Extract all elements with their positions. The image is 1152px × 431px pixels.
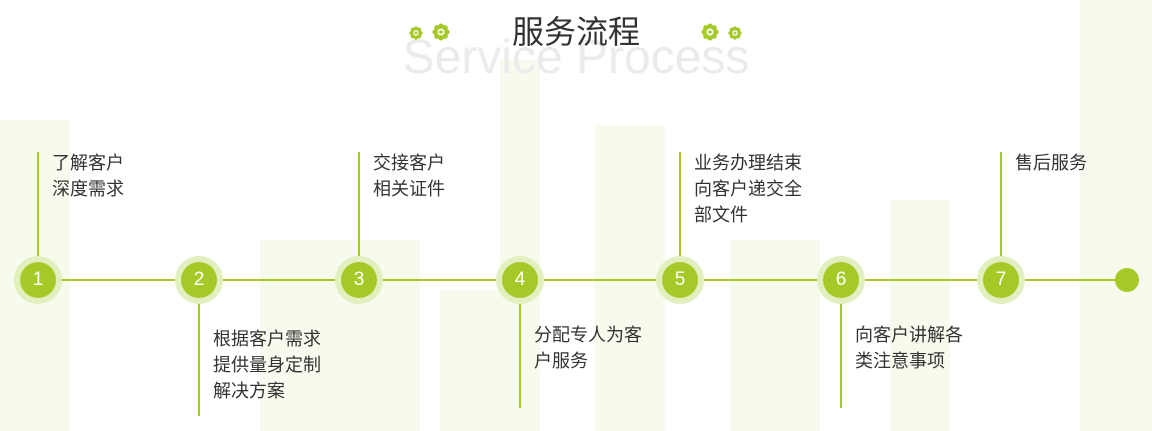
step-3-connector — [358, 152, 360, 256]
background-block — [890, 200, 950, 431]
step-4-number: 4 — [502, 262, 538, 298]
step-4-label-line: 分配专人为客 — [534, 325, 642, 346]
step-6-label-line: 向客户讲解各 — [855, 325, 963, 346]
flower-icon — [701, 23, 719, 41]
step-2-label-line: 根据客户需求 — [213, 329, 321, 350]
timeline-end-dot — [1115, 268, 1139, 292]
step-1-label-line: 深度需求 — [52, 179, 124, 200]
timeline-line — [38, 279, 1128, 281]
step-6-connector — [840, 304, 842, 408]
flower-icon — [432, 23, 450, 41]
step-7-node: 7 — [977, 256, 1025, 304]
step-2-label: 根据客户需求 提供量身定制 解决方案 — [213, 327, 321, 405]
step-5-label-line: 向客户递交全 — [694, 179, 802, 200]
step-2-label-line: 提供量身定制 — [213, 355, 321, 376]
step-7-number: 7 — [983, 262, 1019, 298]
step-5-label: 业务办理结束 向客户递交全 部文件 — [694, 151, 802, 229]
step-3-node: 3 — [335, 256, 383, 304]
step-6-number: 6 — [823, 262, 859, 298]
background-block — [1080, 0, 1152, 431]
step-2-number: 2 — [181, 262, 217, 298]
step-7-connector — [1000, 152, 1002, 256]
step-7-label: 售后服务 — [1015, 151, 1087, 177]
background-block — [595, 125, 665, 431]
step-1-label: 了解客户 深度需求 — [52, 151, 124, 203]
step-1-number: 1 — [20, 262, 56, 298]
step-1-node: 1 — [14, 256, 62, 304]
step-5-label-line: 部文件 — [694, 205, 748, 226]
step-6-label-line: 类注意事项 — [855, 351, 945, 372]
step-3-label: 交接客户 相关证件 — [373, 151, 445, 203]
step-5-node: 5 — [656, 256, 704, 304]
step-3-label-line: 相关证件 — [373, 179, 445, 200]
step-6-label: 向客户讲解各 类注意事项 — [855, 323, 963, 375]
step-1-label-line: 了解客户 — [52, 153, 124, 174]
step-2-connector — [198, 304, 200, 416]
step-2-label-line: 解决方案 — [213, 381, 285, 402]
flower-icon — [409, 26, 423, 40]
step-2-node: 2 — [175, 256, 223, 304]
background-block — [440, 290, 500, 431]
step-3-number: 3 — [341, 262, 377, 298]
page-title: 服务流程 — [511, 13, 640, 51]
flower-icon — [728, 26, 742, 40]
step-1-connector — [37, 152, 39, 256]
step-4-label: 分配专人为客 户服务 — [534, 323, 642, 375]
title-watermark: Service Process — [402, 31, 750, 84]
step-3-label-line: 交接客户 — [373, 153, 445, 174]
step-6-node: 6 — [817, 256, 865, 304]
step-4-connector — [519, 304, 521, 408]
step-5-label-line: 业务办理结束 — [694, 153, 802, 174]
background-block — [730, 240, 820, 431]
step-5-number: 5 — [662, 262, 698, 298]
step-4-label-line: 户服务 — [534, 351, 588, 372]
title-area: Service Process 服务流程 — [0, 0, 1152, 90]
step-5-connector — [679, 152, 681, 256]
step-4-node: 4 — [496, 256, 544, 304]
step-7-label-line: 售后服务 — [1015, 153, 1087, 174]
